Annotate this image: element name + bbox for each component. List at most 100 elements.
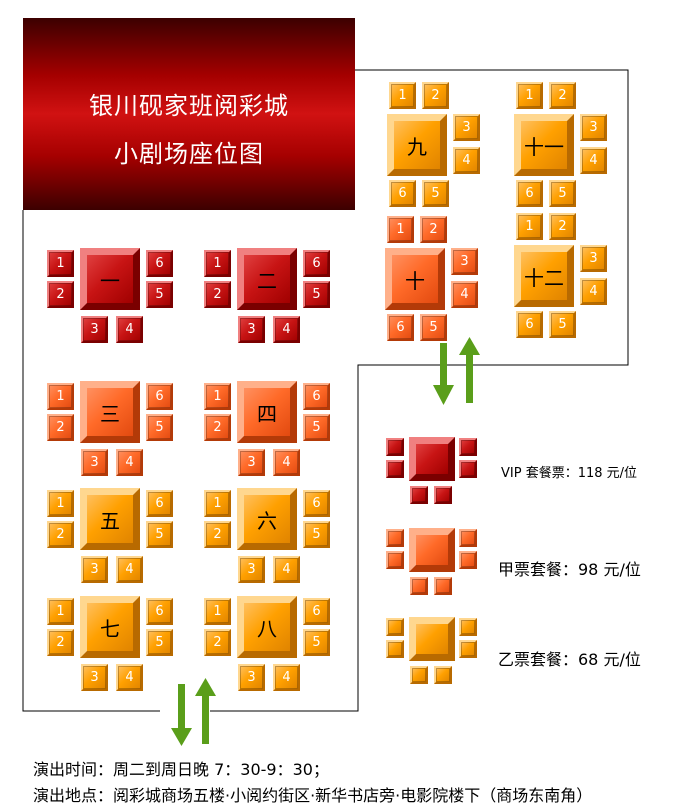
seat-4-6[interactable]: 6 [303,383,330,410]
seat-6-6[interactable]: 6 [303,490,330,517]
seat-9-3[interactable]: 3 [453,114,480,141]
seat-8-3[interactable]: 3 [238,664,265,691]
seat-1-4[interactable]: 4 [116,316,143,343]
seat-8-1[interactable]: 1 [204,598,231,625]
seat-9-5[interactable]: 5 [422,180,449,207]
seat-8-5[interactable]: 5 [303,629,330,656]
seat-5-4[interactable]: 4 [116,556,143,583]
seat-3-6[interactable]: 6 [146,383,173,410]
seat-3-4[interactable]: 4 [116,449,143,476]
seat-1-5[interactable]: 5 [146,281,173,308]
seat-12-4[interactable]: 4 [580,278,607,305]
table-9: 九 [387,114,447,176]
seat-7-2[interactable]: 2 [47,629,74,656]
legend-text-yi: 乙票套餐：68 元/位 [498,650,641,669]
seat-6-2[interactable]: 2 [204,521,231,548]
table-1: 一 [80,248,140,310]
seat-2-1[interactable]: 1 [204,250,231,277]
seat-10-2[interactable]: 2 [420,216,447,243]
seat-2-2[interactable]: 2 [204,281,231,308]
seat-10-3[interactable]: 3 [451,248,478,275]
seat-12-3[interactable]: 3 [580,245,607,272]
table-12: 十二 [514,245,574,307]
seat-10-1[interactable]: 1 [387,216,414,243]
seat-9-1[interactable]: 1 [389,82,416,109]
seat-1-1[interactable]: 1 [47,250,74,277]
seat-1-2[interactable]: 2 [47,281,74,308]
seat-6-5[interactable]: 5 [303,521,330,548]
seat-12-1[interactable]: 1 [516,213,543,240]
seat-12-6[interactable]: 6 [516,311,543,338]
legend-text-jia: 甲票套餐：98 元/位 [498,560,641,579]
seat-1-3[interactable]: 3 [81,316,108,343]
legend-seat-vip-e [410,486,428,504]
seat-5-1[interactable]: 1 [47,490,74,517]
legend-seat-vip-a [386,438,404,456]
seat-5-3[interactable]: 3 [81,556,108,583]
legend-seat-jia-e [410,577,428,595]
seat-7-3[interactable]: 3 [81,664,108,691]
seat-11-1[interactable]: 1 [516,82,543,109]
seat-7-5[interactable]: 5 [146,629,173,656]
legend-seat-vip-d [459,460,477,478]
seat-11-5[interactable]: 5 [549,180,576,207]
seat-4-3[interactable]: 3 [238,449,265,476]
seat-5-2[interactable]: 2 [47,521,74,548]
seat-5-5[interactable]: 5 [146,521,173,548]
legend-seat-yi-e [410,666,428,684]
seat-6-1[interactable]: 1 [204,490,231,517]
seat-4-4[interactable]: 4 [273,449,300,476]
seat-2-3[interactable]: 3 [238,316,265,343]
table-7: 七 [80,596,140,658]
legend-seat-jia-b [386,551,404,569]
legend-seat-yi-d [459,640,477,658]
table-10: 十 [385,248,445,310]
seat-3-1[interactable]: 1 [47,383,74,410]
seat-2-6[interactable]: 6 [303,250,330,277]
table-11: 十一 [514,114,574,176]
seat-12-2[interactable]: 2 [549,213,576,240]
table-2: 二 [237,248,297,310]
seat-7-6[interactable]: 6 [146,598,173,625]
seat-11-6[interactable]: 6 [516,180,543,207]
legend-seat-jia-f [434,577,452,595]
seat-6-3[interactable]: 3 [238,556,265,583]
table-3: 三 [80,381,140,443]
seat-2-5[interactable]: 5 [303,281,330,308]
show-time: 演出时间：周二到周日晚 7：30-9：30； [33,760,329,779]
seat-2-4[interactable]: 4 [273,316,300,343]
seat-10-6[interactable]: 6 [387,314,414,341]
seat-7-1[interactable]: 1 [47,598,74,625]
seat-9-6[interactable]: 6 [389,180,416,207]
seat-9-4[interactable]: 4 [453,147,480,174]
seat-10-5[interactable]: 5 [420,314,447,341]
legend-seat-vip-f [434,486,452,504]
legend-table-vip [409,437,455,481]
seat-7-4[interactable]: 4 [116,664,143,691]
seat-8-4[interactable]: 4 [273,664,300,691]
seat-9-2[interactable]: 2 [422,82,449,109]
seat-4-5[interactable]: 5 [303,414,330,441]
seat-11-3[interactable]: 3 [580,114,607,141]
show-location: 演出地点：阅彩城商场五楼·小阅约街区·新华书店旁·电影院楼下（商场东南角） [33,786,593,805]
seat-11-4[interactable]: 4 [580,147,607,174]
seat-11-2[interactable]: 2 [549,82,576,109]
table-6: 六 [237,488,297,550]
seat-8-6[interactable]: 6 [303,598,330,625]
seat-12-5[interactable]: 5 [549,311,576,338]
seat-8-2[interactable]: 2 [204,629,231,656]
legend-seat-vip-b [386,460,404,478]
seat-10-4[interactable]: 4 [451,281,478,308]
legend-seat-yi-f [434,666,452,684]
seat-1-6[interactable]: 6 [146,250,173,277]
title-line-1: 银川砚家班阅彩城 [89,92,289,120]
seat-5-6[interactable]: 6 [146,490,173,517]
seat-3-5[interactable]: 5 [146,414,173,441]
seat-3-2[interactable]: 2 [47,414,74,441]
seat-6-4[interactable]: 4 [273,556,300,583]
seat-4-1[interactable]: 1 [204,383,231,410]
seat-4-2[interactable]: 2 [204,414,231,441]
seat-3-3[interactable]: 3 [81,449,108,476]
